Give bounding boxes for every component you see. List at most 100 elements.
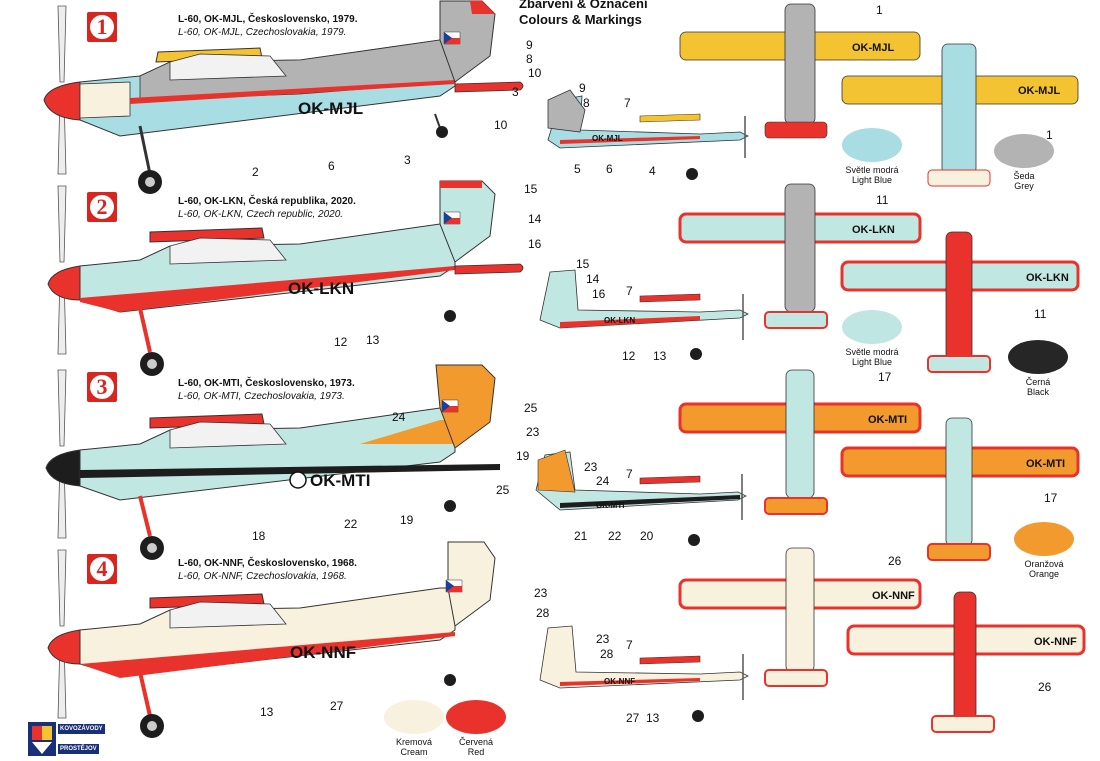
- scheme-1-bottom-registration: OK-MJL: [1018, 85, 1060, 97]
- scheme-3-number: 3: [87, 372, 117, 402]
- callout-25: 25: [524, 401, 538, 415]
- scheme-4-side-view-right: OK-NNF: [539, 625, 749, 722]
- callout-6: 6: [328, 159, 335, 173]
- callout-23: 23: [526, 425, 540, 439]
- scheme-1-bottom-view: OK-MJL: [841, 43, 1079, 187]
- callout-17-top: 17: [878, 370, 892, 384]
- callout-11-top: 11: [876, 193, 889, 207]
- sheet-header: Zbarvení & Označení Colours & Markings: [519, 0, 648, 28]
- callout-15-small: 15: [576, 257, 590, 271]
- callout-25-small: 25: [496, 483, 510, 497]
- callout-13-s4: 13: [260, 705, 274, 719]
- callout-27-s4-small: 27: [626, 711, 640, 725]
- scheme-4-number: 4: [87, 554, 117, 584]
- logo-line-1: KOVOZÁVODY: [58, 724, 105, 734]
- scheme-4-top-view: OK-NNF: [678, 547, 922, 687]
- callout-20-small: 20: [640, 529, 654, 543]
- scheme-4-side-view: OK-NNF: [47, 541, 496, 738]
- callout-14: 14: [528, 212, 542, 226]
- callout-24-small: 24: [596, 474, 610, 488]
- callout-2: 2: [252, 165, 259, 179]
- scheme-2-side-view-right: OK-LKN: [539, 269, 749, 360]
- callout-12: 12: [334, 335, 348, 349]
- scheme-1-right-registration: OK-MJL: [592, 134, 623, 143]
- scheme-2-bottom-registration: OK-LKN: [1026, 272, 1069, 284]
- logo-emblem-icon: [28, 722, 56, 756]
- callout-6-small: 6: [606, 162, 613, 176]
- callout-7-small-2: 7: [626, 284, 633, 298]
- callout-7-small: 7: [624, 96, 631, 110]
- callout-16: 16: [528, 237, 542, 251]
- header-czech: Zbarvení & Označení: [519, 0, 648, 11]
- scheme-4-side-registration: OK-NNF: [290, 643, 356, 662]
- callout-28-s4-small: 28: [600, 647, 614, 661]
- callout-12-small: 12: [622, 349, 636, 363]
- scheme-1-side-registration: OK-MJL: [298, 99, 363, 118]
- scheme-2-right-registration: OK-LKN: [604, 316, 635, 325]
- callout-10: 10: [528, 66, 542, 80]
- scheme-3-top-registration: OK-MTI: [868, 414, 907, 426]
- callout-18: 18: [252, 529, 266, 543]
- scheme-1-number: 1: [87, 12, 117, 42]
- callout-8: 8: [526, 52, 533, 66]
- callout-19-arrow: 19: [516, 449, 530, 463]
- callout-15: 15: [524, 182, 538, 196]
- scheme-4-right-registration: OK-NNF: [604, 677, 635, 686]
- callout-13-s4-small: 13: [646, 711, 660, 725]
- scheme-3-side-view: OK-MTI: [45, 364, 500, 560]
- callout-23-small: 23: [584, 460, 598, 474]
- scheme-3-caption: L-60, OK-MTI, Československo, 1973.L-60,…: [178, 378, 355, 402]
- scheme-2-number: 2: [87, 192, 117, 222]
- swatch-red-dot: [446, 700, 506, 734]
- callout-13-small: 13: [653, 349, 667, 363]
- scheme-3-bottom-view: OK-MTI: [840, 417, 1080, 561]
- callout-24: 24: [392, 410, 406, 424]
- callout-14-small: 14: [586, 272, 600, 286]
- swatch-orange-dot: [1014, 522, 1074, 556]
- callout-28: 28: [536, 606, 550, 620]
- scheme-4-caption: L-60, OK-NNF, Československo, 1968.L-60,…: [178, 558, 357, 582]
- callout-5-small: 5: [574, 162, 581, 176]
- callout-3-arrow: 3: [512, 85, 519, 99]
- callout-8-small: 8: [583, 96, 590, 110]
- callout-9: 9: [526, 38, 533, 52]
- scheme-4-top-registration: OK-NNF: [872, 590, 915, 602]
- swatch-light-blue-2-dot: [842, 310, 902, 344]
- scheme-2-bottom-view: OK-LKN: [840, 231, 1080, 373]
- callout-1-top: 1: [876, 3, 883, 17]
- callout-10-small: 10: [494, 118, 508, 132]
- callout-7-s4-small: 7: [626, 638, 633, 652]
- callout-16-small: 16: [592, 287, 606, 301]
- scheme-1-top-registration: OK-MJL: [852, 42, 894, 54]
- callout-3: 3: [404, 153, 411, 167]
- swatch-grey-dot: [994, 134, 1054, 168]
- scheme-1-caption: L-60, OK-MJL, Československo, 1979.L-60,…: [178, 14, 358, 38]
- swatch-black-dot: [1008, 340, 1068, 374]
- scheme-2-side-view: OK-LKN: [47, 180, 524, 376]
- callout-13: 13: [366, 333, 380, 347]
- scheme-2-side-registration: OK-LKN: [288, 279, 354, 298]
- callout-numbers: 9 8 10 3 2 6 3 9 8 7 10 5 6 4 1 1 15 14 …: [252, 3, 1058, 725]
- scheme-2-top-view: OK-LKN: [678, 183, 922, 329]
- scheme-3-bottom-registration: OK-MTI: [1026, 458, 1065, 470]
- scheme-1-side-view: OK-MJL: [43, 0, 524, 194]
- scheme-4-bottom-registration: OK-NNF: [1034, 636, 1077, 648]
- scheme-4-bottom-view: OK-NNF: [846, 591, 1086, 733]
- scheme-3-top-view: OK-MTI: [678, 369, 922, 515]
- callout-22-small: 22: [608, 529, 622, 543]
- callout-11-bottom: 11: [1034, 307, 1047, 321]
- callout-23-s4: 23: [534, 586, 548, 600]
- callout-26-top: 26: [888, 554, 902, 568]
- manufacturer-logo: KOVOZÁVODY PROSTĚJOV: [28, 722, 112, 756]
- callout-7-small-3: 7: [626, 467, 633, 481]
- callout-4-small: 4: [649, 164, 656, 178]
- callout-19: 19: [400, 513, 414, 527]
